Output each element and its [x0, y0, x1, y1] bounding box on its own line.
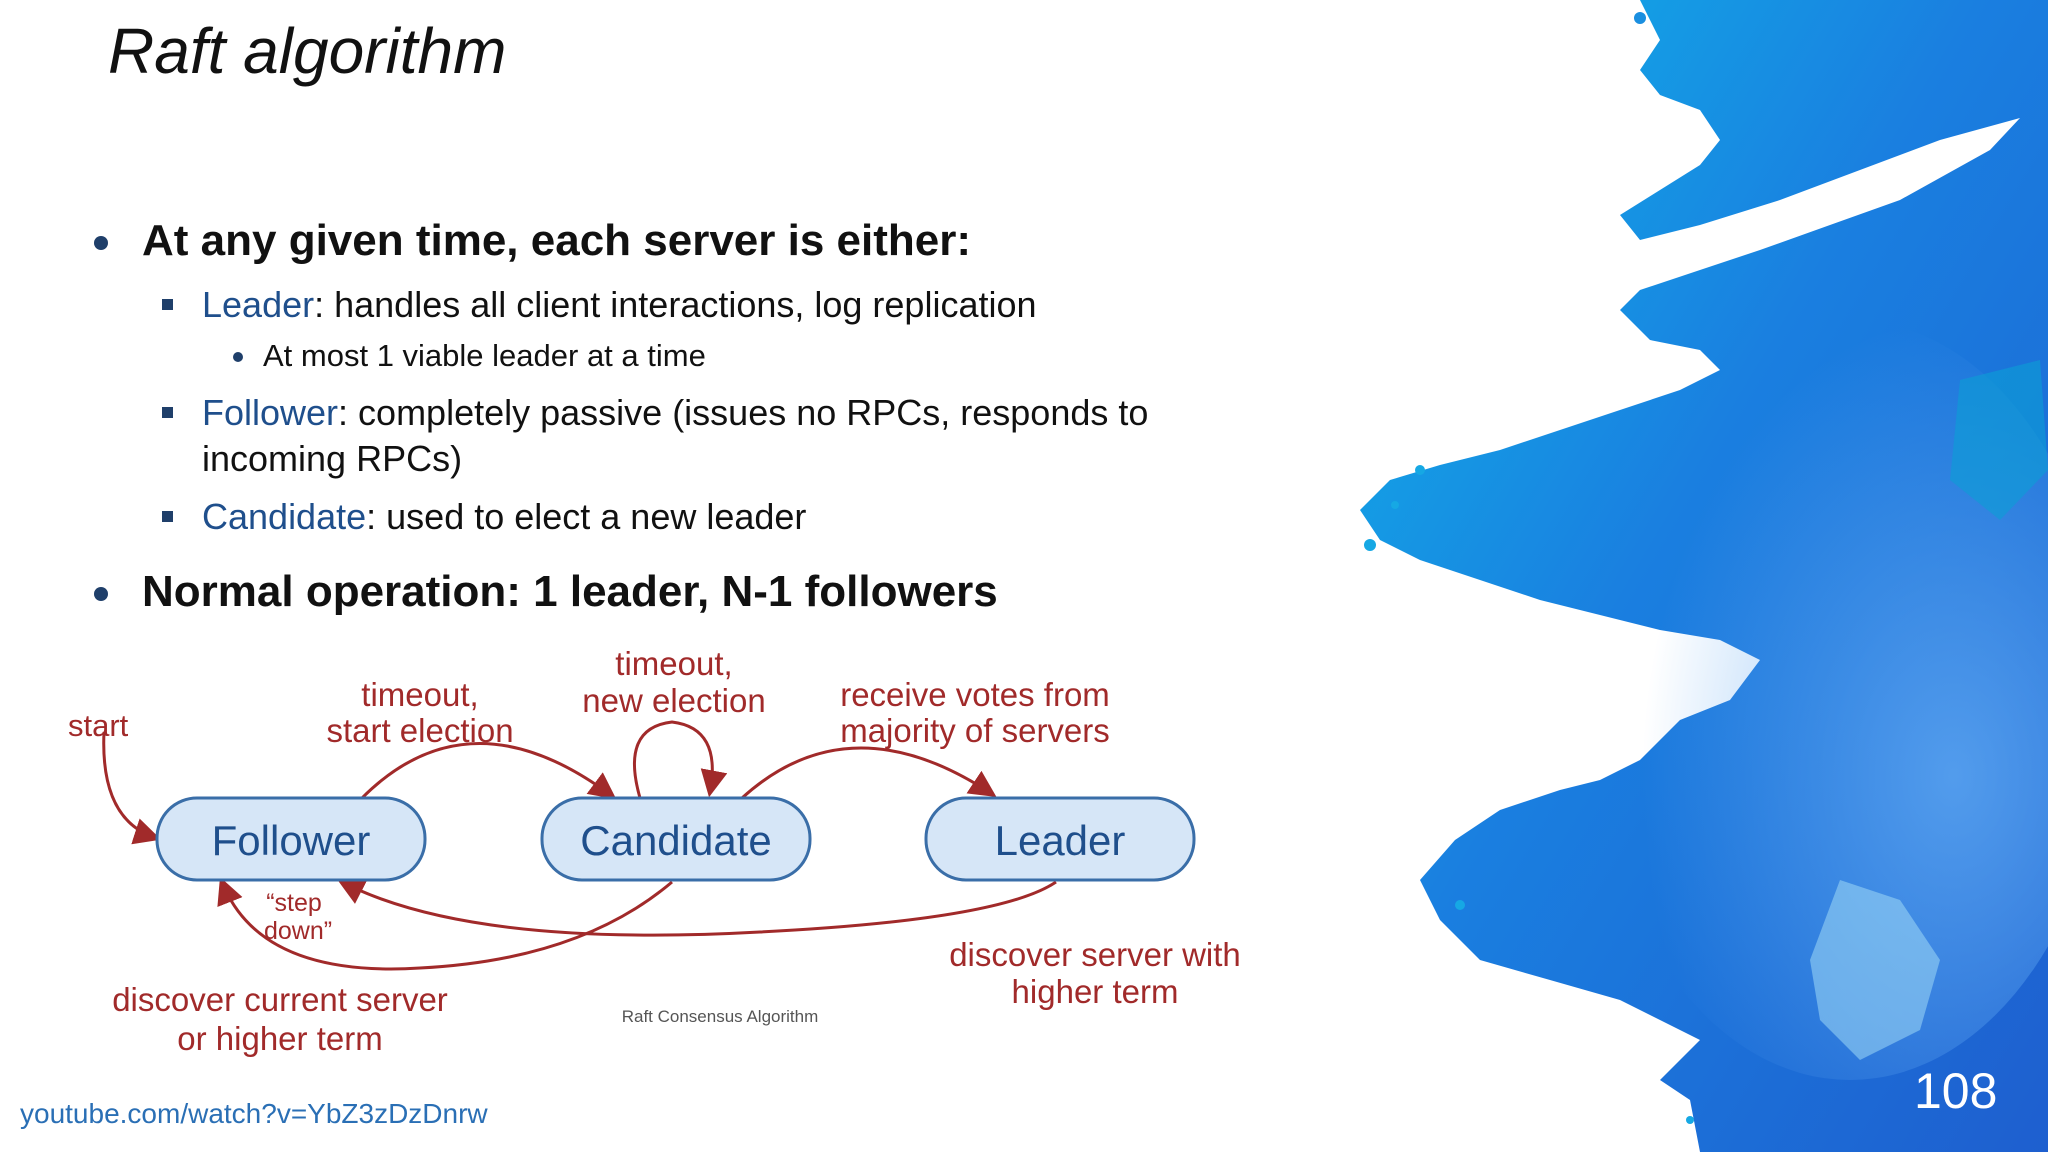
- bullet-square: [162, 299, 173, 310]
- item-leader: Leader: handles all client interactions,…: [202, 284, 1037, 326]
- state-candidate: Candidate: [540, 796, 812, 882]
- raft-state-diagram: Follower Candidate Leader start timeout,…: [68, 645, 1241, 1057]
- arrow-start: [102, 731, 162, 845]
- state-leader-label: Leader: [995, 817, 1126, 864]
- bullet-normal-operation: Normal operation: 1 leader, N-1 follower…: [142, 567, 998, 616]
- label-receive-2: majority of servers: [840, 712, 1110, 749]
- leader-description: : handles all client interactions, log r…: [314, 284, 1037, 325]
- state-candidate-label: Candidate: [580, 817, 771, 864]
- item-candidate: Candidate: used to elect a new leader: [202, 496, 806, 538]
- label-timeout-start-2: start election: [326, 712, 513, 749]
- bullet-list: At any given time, each server is either…: [94, 216, 1148, 616]
- footer-video-link[interactable]: youtube.com/watch?v=YbZ3zDzDnrw: [20, 1098, 488, 1129]
- label-timeout-start-1: timeout,: [361, 676, 478, 713]
- label-step-down-2: down”: [264, 917, 332, 945]
- bullet-dot: [94, 236, 108, 250]
- candidate-description: : used to elect a new leader: [366, 496, 807, 537]
- label-timeout-new-1: timeout,: [615, 645, 732, 682]
- bullet-square: [162, 511, 173, 522]
- arrow-follower-to-candidate: [360, 742, 617, 800]
- bullet-square: [162, 407, 173, 418]
- label-discover-current-2: or higher term: [177, 1020, 382, 1057]
- splash-drop: [1455, 900, 1465, 910]
- splash-light: [1590, 320, 2048, 1080]
- splash-wash: [1810, 880, 1940, 1060]
- label-timeout-new-2: new election: [582, 682, 765, 719]
- label-step-down-1: “step: [266, 889, 322, 917]
- splash-drop: [1364, 539, 1376, 551]
- term-follower: Follower: [202, 392, 339, 433]
- arrow-candidate-to-leader: [740, 746, 997, 800]
- state-leader: Leader: [924, 796, 1196, 882]
- state-follower-label: Follower: [212, 817, 371, 864]
- arrow-leader-step-down: [337, 879, 1057, 937]
- slide-title: Raft algorithm: [108, 15, 507, 87]
- splash-drop: [1686, 1116, 1694, 1124]
- label-start: start: [68, 708, 129, 743]
- state-follower: Follower: [155, 796, 427, 882]
- splash-drop: [1634, 12, 1646, 24]
- item-follower: Follower: completely passive (issues no …: [202, 392, 1148, 434]
- label-discover-current-1: discover current server: [112, 981, 448, 1018]
- bullet-dot: [94, 587, 108, 601]
- splash-drop: [1415, 465, 1425, 475]
- term-candidate: Candidate: [202, 496, 367, 537]
- label-discover-higher-1: discover server with: [949, 936, 1241, 973]
- splash-wash: [1950, 360, 2048, 520]
- label-discover-higher-2: higher term: [1012, 973, 1179, 1010]
- item-leader-sub: At most 1 viable leader at a time: [263, 338, 706, 373]
- bullet-dot-small: [233, 352, 243, 362]
- follower-description: : completely passive (issues no RPCs, re…: [338, 392, 1149, 433]
- arrow-candidate-step-down: [217, 876, 673, 971]
- diagram-caption: Raft Consensus Algorithm: [622, 1007, 819, 1026]
- splash-drop: [1391, 501, 1399, 509]
- bullet-server-states: At any given time, each server is either…: [142, 216, 972, 265]
- page-number: 108: [1914, 1063, 1998, 1119]
- term-leader: Leader: [202, 284, 315, 325]
- item-follower-cont: incoming RPCs): [202, 438, 463, 479]
- label-receive-1: receive votes from: [840, 676, 1110, 713]
- arrow-candidate-self-loop: [632, 720, 728, 799]
